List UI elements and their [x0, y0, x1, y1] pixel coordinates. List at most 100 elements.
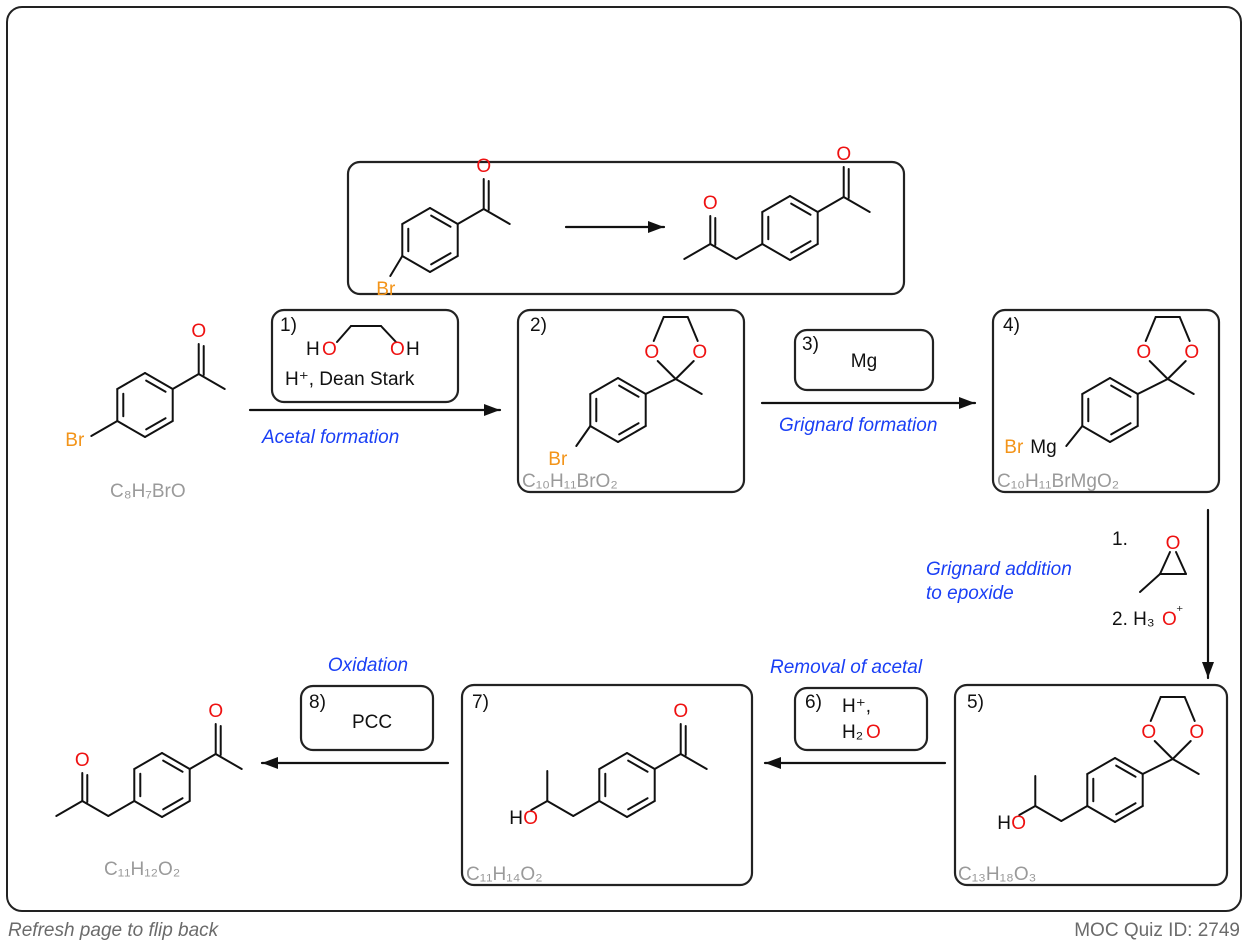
- compound7-hydroxypropyl-ch2: [572, 800, 601, 817]
- problem-start-acetyl-methyl: [482, 208, 511, 225]
- start-ring-bond: [144, 372, 174, 390]
- start-ring-double-bond: [145, 379, 167, 393]
- compound4-ring-bond: [1109, 377, 1139, 395]
- compound4-ring-double-bond: [1110, 422, 1132, 436]
- compound2-dioxolane-o1: O: [644, 342, 659, 363]
- step5-label-2: to epoxide: [926, 583, 1014, 604]
- step1-oh-h: H: [406, 339, 420, 360]
- problem-start-ring-double-bond: [430, 252, 452, 266]
- compound7-hydroxypropyl-h: H: [509, 808, 523, 829]
- start-acetyl-bond: [171, 373, 200, 390]
- product-acetonyl-methyl: [55, 800, 84, 817]
- epoxide-ring: [1175, 551, 1187, 575]
- problem-start-ring-bond: [429, 207, 459, 225]
- problem-target-acetyl-oxygen: O: [836, 144, 851, 165]
- step3-reagent-box: [793, 328, 935, 392]
- compound4-dioxolane-ch2a: [1144, 316, 1157, 342]
- epoxide-methyl: [1139, 573, 1161, 593]
- step3-label: Grignard formation: [779, 415, 937, 436]
- problem-target-acetonyl-oxygen: O: [703, 193, 718, 214]
- compound2-ring-bond: [589, 425, 619, 443]
- start-acetyl-oxygen: O: [191, 321, 206, 342]
- problem-target-ring-bond: [789, 243, 819, 261]
- quiz-id: MOC Quiz ID: 2749: [1074, 920, 1240, 941]
- problem-start-ring-bond: [401, 207, 431, 225]
- compound4-number: 4): [1003, 315, 1020, 336]
- compound4-magnesium: Mg: [1030, 437, 1056, 458]
- problem-start-ring-bond: [429, 255, 459, 273]
- product-acetyl-bond: [188, 753, 217, 770]
- step6-arrow-head: [765, 757, 781, 769]
- problem-target-ring-bond: [789, 195, 819, 213]
- product-acetonyl-oxygen: O: [75, 750, 90, 771]
- problem-target-acetyl-bond: [816, 196, 845, 213]
- problem-arrow-head: [648, 221, 664, 233]
- compound5-hydroxypropyl-h: H: [997, 813, 1011, 834]
- step5-arrow-head: [1202, 662, 1214, 678]
- step5-reagent-2-plus: ⁺: [1176, 603, 1183, 619]
- compound2-number: 2): [530, 315, 547, 336]
- problem-start-acetyl-oxygen: O: [476, 156, 491, 177]
- compound2-dioxolane-methyl: [674, 378, 703, 395]
- compound4-bromine: Br: [1004, 437, 1024, 458]
- step6-reagent-2: H₂: [842, 722, 863, 743]
- start-acetyl-methyl: [197, 373, 226, 390]
- compound2-dioxolane-c-o1: [656, 360, 677, 380]
- problem-start-bromine: Br: [376, 279, 396, 300]
- compound7-ring-bond: [626, 800, 656, 818]
- compound5-dioxolane-c-o2: [1171, 740, 1192, 760]
- product-ring-bond: [133, 752, 163, 770]
- compound2-dioxolane-o2: O: [692, 342, 707, 363]
- compound7-hydroxypropyl-o: O: [523, 808, 538, 829]
- compound5-formula: C₁₃H₁₈O₃: [958, 864, 1036, 885]
- compound4-ring-double-bond: [1110, 384, 1132, 398]
- step1-arrow-head: [484, 404, 500, 416]
- step3-reagent: Mg: [851, 351, 877, 372]
- compound7-acetyl-methyl: [679, 753, 708, 770]
- compound7-acetyl-bond: [653, 753, 682, 770]
- start-ring-double-bond: [145, 417, 167, 431]
- compound7-formula: C₁₁H₁₄O₂: [466, 864, 543, 885]
- problem-target-ring-bond: [761, 243, 791, 261]
- compound4-ring-bond: [1081, 425, 1111, 443]
- problem-target-acetyl-methyl: [842, 196, 871, 213]
- compound4-dioxolane-c-o1: [1148, 360, 1169, 380]
- quiz-card[interactable]: [6, 6, 1242, 912]
- compound2-bromine: Br: [548, 449, 568, 470]
- compound5-hydroxypropyl-choh: [1034, 805, 1063, 822]
- compound5-hydroxypropyl-ch2: [1060, 805, 1089, 822]
- compound5-ring-bond: [1114, 805, 1144, 823]
- problem-target-ring-double-bond: [790, 240, 812, 254]
- step6-label: Removal of acetal: [770, 657, 923, 678]
- compound4-dioxolane-c-o2: [1166, 360, 1187, 380]
- compound5-dioxolane-bond: [1141, 758, 1174, 775]
- step6-reagent-2-o: O: [866, 722, 881, 743]
- product-ring-bond: [161, 800, 191, 818]
- compound2-ring-double-bond: [618, 422, 640, 436]
- step3-number: 3): [802, 334, 819, 355]
- product-ring-bond: [161, 752, 191, 770]
- problem-box: [346, 160, 906, 296]
- ethylene-glycol-bond: [380, 325, 397, 343]
- compound5-ring-bond: [1086, 805, 1116, 823]
- start-ring-bond: [116, 372, 146, 390]
- step5-reagent-1: 1.: [1112, 529, 1128, 550]
- problem-start-br-bond: [389, 255, 404, 277]
- compound2-formula: C₁₀H₁₁BrO₂: [522, 471, 618, 492]
- step8-label: Oxidation: [328, 655, 408, 676]
- step5-reagent-2: 2. H₃: [1112, 609, 1155, 630]
- step5-label-1: Grignard addition: [926, 559, 1072, 580]
- product-ring-bond: [133, 800, 163, 818]
- step1-oh-o: O: [390, 339, 405, 360]
- step3-arrow-head: [959, 397, 975, 409]
- step1-ho-h: H: [306, 339, 320, 360]
- compound7-ring-double-bond: [627, 759, 649, 773]
- compound4-mg-bond: [1065, 425, 1084, 447]
- compound5-dioxolane-methyl: [1171, 758, 1200, 775]
- product-acetyl-methyl: [214, 753, 243, 770]
- compound7-hydroxypropyl-c-o: [530, 800, 549, 811]
- compound4-dioxolane-o1: O: [1136, 342, 1151, 363]
- product-ring-double-bond: [162, 759, 184, 773]
- compound7-number: 7): [472, 692, 489, 713]
